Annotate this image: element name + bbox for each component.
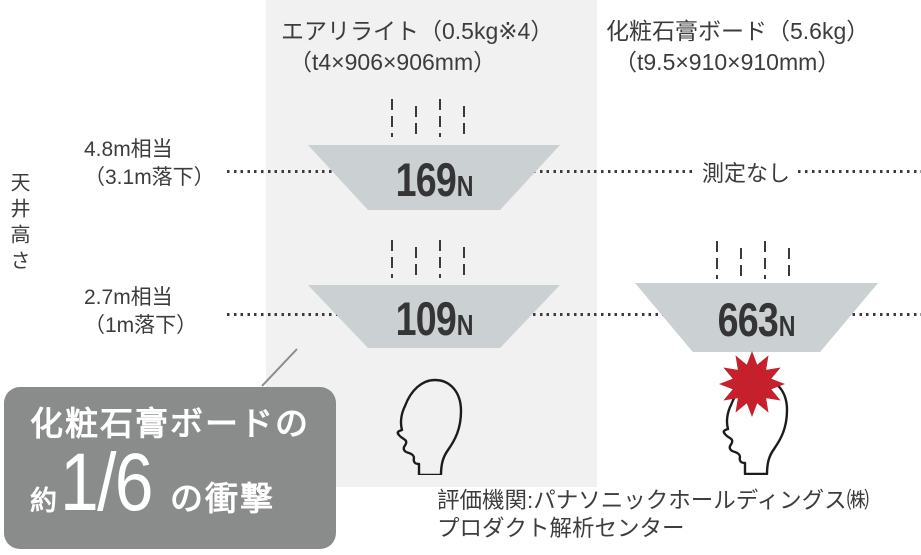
fall-line	[391, 99, 393, 137]
row2-gypsum-board-force: 663 N	[717, 292, 796, 346]
fall-line	[716, 241, 718, 279]
fall-lines-icon	[391, 240, 465, 278]
row2-dotted-guideline	[227, 313, 921, 316]
ceiling-height-axis-label: 天井高さ	[7, 172, 29, 276]
row1-drop-text: （3.1m落下）	[84, 166, 215, 189]
airy-light-dimensions: （t4×906×906mm）	[289, 49, 497, 75]
row2-drop-text: （1m落下）	[84, 314, 198, 337]
callout-suffix: の衝撃	[170, 479, 275, 517]
row1-height-text: 4.8m相当	[84, 138, 173, 161]
head-profile-icon	[396, 378, 463, 475]
fall-line	[391, 240, 393, 278]
callout-fraction: 1/6	[60, 436, 154, 528]
row1-no-measurement-label: 測定なし	[694, 156, 799, 188]
row1-height-label: 4.8m相当 （3.1m落下）	[84, 136, 215, 192]
force-unit: N	[779, 311, 796, 343]
head-impact-figure	[719, 351, 789, 475]
fall-line	[740, 248, 742, 279]
callout-line1: 化粧石膏ボードの	[30, 405, 310, 442]
head-profile-icon	[722, 377, 789, 475]
callout-approx: 約	[30, 485, 58, 516]
evaluation-credit: 評価機関:パナソニックホールディングス㈱ プロダクト解析センター	[437, 487, 869, 542]
fall-line	[439, 99, 441, 137]
gypsum-board-title: 化粧石膏ボード（5.6kg）	[606, 18, 870, 44]
gypsum-board-dimensions: （t9.5×910×910mm）	[614, 49, 841, 75]
force-unit: N	[456, 310, 474, 342]
row2-airy-light-force: 109 N	[395, 291, 474, 345]
fall-line	[415, 106, 417, 137]
force-value: 663	[717, 293, 779, 346]
row2-height-text: 2.7m相当	[84, 286, 173, 309]
row2-height-label: 2.7m相当 （1m落下）	[84, 284, 197, 340]
callout-pointer-line	[261, 348, 298, 387]
fall-line	[439, 240, 441, 278]
row1-airy-light-force: 169 N	[395, 152, 474, 206]
fall-lines-icon	[716, 241, 790, 279]
impact-burst-icon	[719, 351, 785, 417]
fall-line	[415, 247, 417, 278]
column-header-gypsum-board: 化粧石膏ボード（5.6kg） （t9.5×910×910mm）	[606, 16, 869, 78]
fall-lines-icon	[391, 99, 465, 137]
force-unit: N	[456, 171, 474, 203]
credit-line1: 評価機関:パナソニックホールディングス㈱	[437, 488, 870, 513]
row1-dotted-guideline	[227, 170, 921, 173]
force-value: 169	[395, 153, 456, 206]
callout-line2: 約 1/6 の衝撃	[30, 436, 314, 528]
row2-gypsum-board-impact-shape: 663 N	[635, 283, 878, 352]
column-header-airy-light: エアリライト（0.5kg※4） （t4×906×906mm）	[281, 16, 553, 78]
credit-line2: プロダクト解析センター	[437, 515, 685, 541]
fall-line	[463, 247, 465, 278]
one-sixth-impact-callout: 化粧石膏ボードの 約 1/6 の衝撃	[4, 387, 336, 549]
force-value: 109	[395, 292, 456, 345]
fall-line	[764, 241, 766, 279]
fall-line	[463, 106, 465, 137]
fall-line	[788, 248, 790, 279]
airy-light-title: エアリライト（0.5kg※4）	[281, 18, 554, 44]
